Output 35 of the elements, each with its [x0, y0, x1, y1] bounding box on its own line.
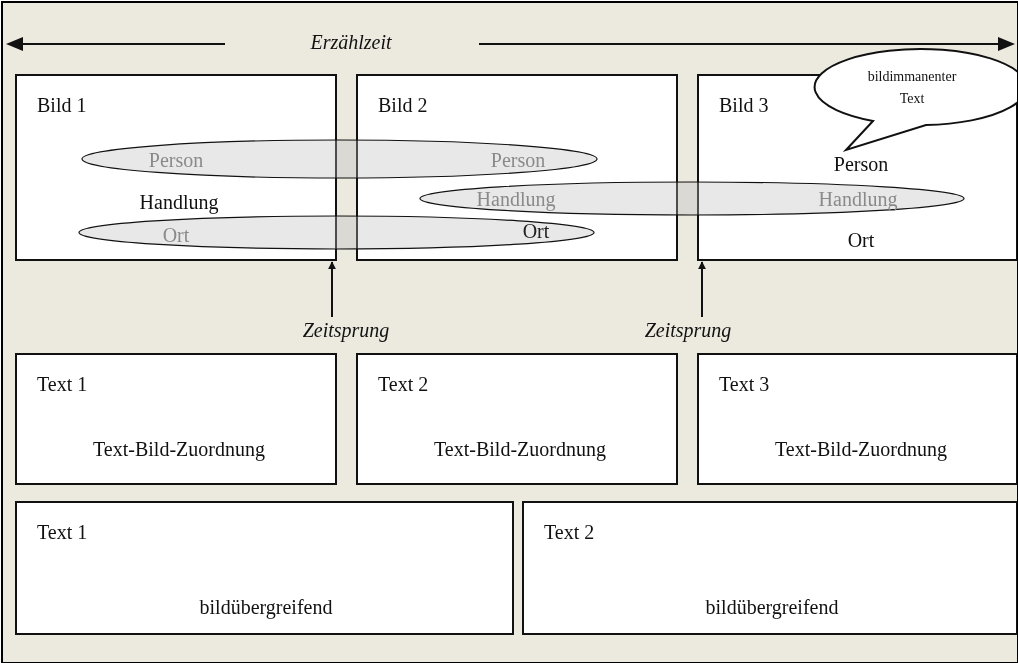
picture-box — [356, 74, 678, 261]
picture-box — [15, 74, 337, 261]
box-label: bildübergreifend — [705, 595, 839, 621]
box-heading: Text 2 — [544, 521, 595, 544]
box-label: Person — [490, 148, 546, 173]
box-label: Text-Bild-Zuordnung — [93, 437, 265, 463]
picture-box — [356, 353, 678, 485]
box-heading: Bild 3 — [719, 94, 769, 117]
box-label: Text-Bild-Zuordnung — [434, 437, 606, 463]
picture-box — [15, 501, 514, 635]
box-label: Ort — [847, 228, 875, 253]
box-heading: Text 3 — [719, 373, 770, 396]
box-label: Ort — [522, 219, 550, 244]
box-label: Person — [833, 152, 889, 177]
timeline-label: Erzählzeit — [310, 31, 392, 54]
annotation-text: Zeitsprung — [302, 319, 390, 342]
annotation-text: Zeitsprung — [644, 319, 732, 342]
box-heading: Bild 2 — [378, 94, 428, 117]
box-heading: Bild 1 — [37, 94, 87, 117]
box-label: Handlung — [139, 190, 219, 216]
box-label: Text-Bild-Zuordnung — [775, 437, 947, 463]
arrow — [698, 261, 706, 318]
picture-box — [697, 353, 1017, 485]
box-label: bildübergreifend — [199, 595, 333, 621]
arrow — [328, 261, 336, 318]
picture-box — [15, 353, 337, 485]
box-label: Handlung — [476, 187, 556, 213]
box-label: Ort — [162, 223, 190, 248]
box-label: bildimmanenter Text — [866, 67, 958, 108]
box-heading: Text 1 — [37, 521, 88, 544]
box-heading: Text 2 — [378, 373, 429, 396]
box-heading: Text 1 — [37, 373, 88, 396]
box-label: Handlung — [818, 187, 898, 213]
box-label: Person — [148, 148, 204, 173]
picture-box — [522, 501, 1017, 635]
